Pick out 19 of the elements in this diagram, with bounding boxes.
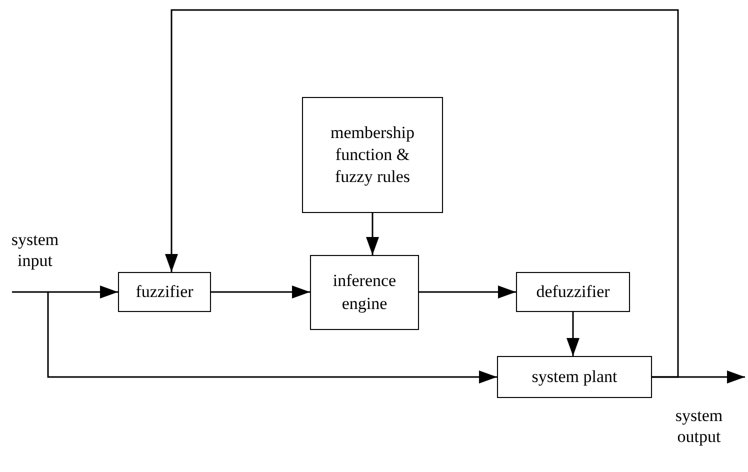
box-label: defuzzifier <box>536 280 610 303</box>
arrow <box>566 312 580 356</box>
box-label: fuzzifier <box>136 280 194 303</box>
output-label: system output <box>668 377 730 447</box>
process-box <box>497 356 652 398</box>
arrow <box>419 286 516 298</box>
process-box <box>302 97 443 213</box>
box-label: system plant <box>532 366 618 388</box>
arrow <box>165 9 679 378</box>
arrow <box>47 292 497 384</box>
arrow <box>12 286 118 298</box>
process-box <box>310 255 419 330</box>
box-label: inference engine <box>332 270 398 315</box>
process-box <box>516 272 630 312</box>
arrow <box>211 286 310 298</box>
input-label: system input <box>6 229 64 292</box>
process-box <box>118 272 211 312</box>
arrow <box>366 213 379 255</box>
box-label: membership function & fuzzy rules <box>329 122 416 188</box>
